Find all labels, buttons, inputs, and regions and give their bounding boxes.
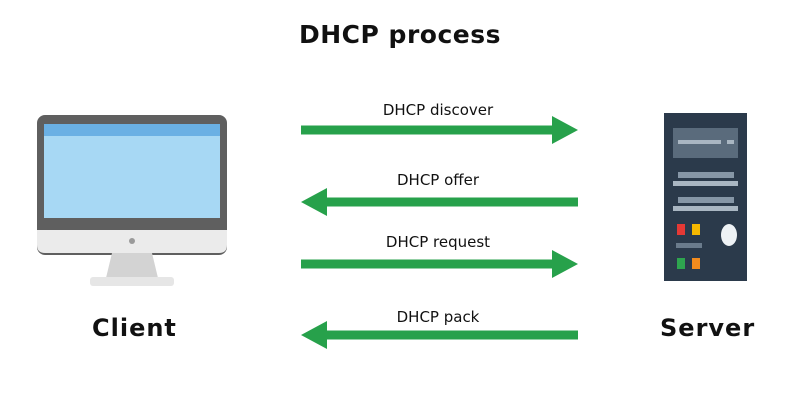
arrow-request (301, 250, 578, 278)
server-slot-bar (676, 243, 702, 248)
server-led-orange (692, 258, 700, 269)
monitor-stand-base (90, 277, 174, 286)
server-bay-1-bottom (673, 181, 738, 186)
server-top-dot (727, 140, 734, 144)
diagram-title: DHCP process (299, 20, 501, 49)
message-label-discover: DHCP discover (382, 101, 494, 119)
client-monitor-icon (37, 115, 227, 286)
arrow-discover (301, 116, 578, 144)
server-led-red (677, 224, 685, 235)
server-bay-2-top (678, 197, 734, 203)
server-bay-1-top (678, 172, 734, 178)
message-arrows (301, 116, 578, 349)
server-bay-2-bottom (673, 206, 738, 211)
server-tower-icon (664, 113, 747, 281)
message-label-offer: DHCP offer (396, 171, 480, 189)
arrow-pack (301, 321, 578, 349)
monitor-screen-titlebar (44, 124, 220, 136)
server-led-green (677, 258, 685, 269)
client-label: Client (92, 314, 177, 342)
arrow-offer (301, 188, 578, 216)
monitor-power-dot (129, 238, 135, 244)
server-top-slot (678, 140, 721, 144)
server-power-button (721, 224, 737, 246)
server-label: Server (660, 314, 756, 342)
message-label-pack: DHCP pack (396, 308, 480, 326)
server-led-yellow (692, 224, 700, 235)
message-label-request: DHCP request (385, 233, 491, 251)
monitor-stand-neck (106, 253, 158, 278)
monitor-screen (44, 124, 220, 218)
